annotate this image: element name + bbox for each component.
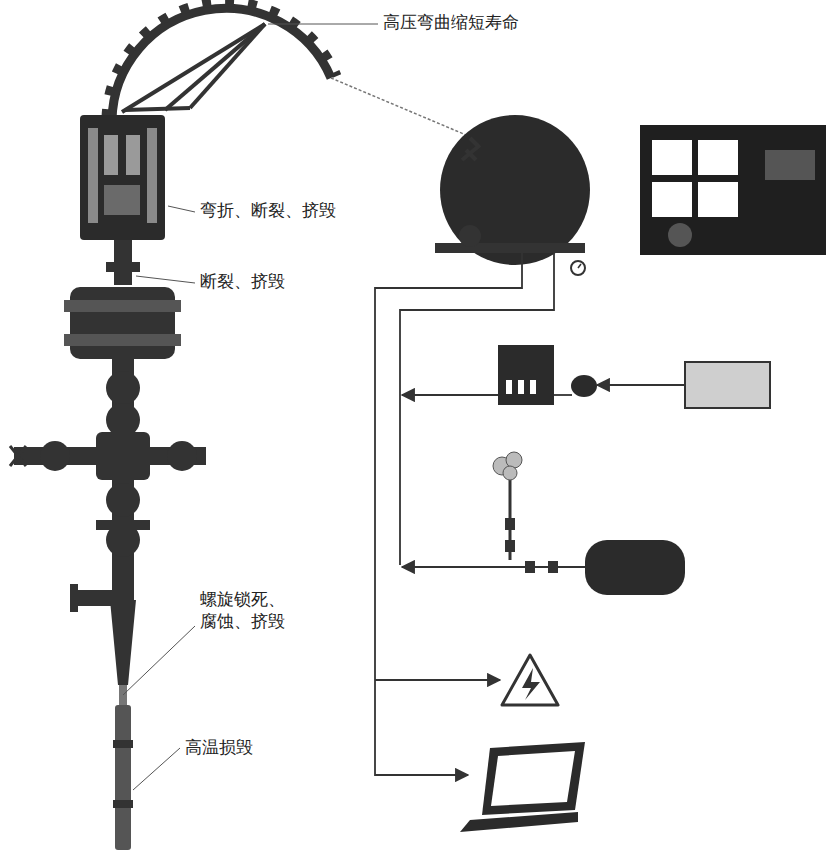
power-pack-vent: [518, 380, 524, 394]
control-line: [375, 253, 522, 775]
gooseneck-strut: [190, 24, 265, 108]
vent-valve: [505, 540, 515, 552]
gooseneck-rollers: [106, 1, 337, 118]
side-outlet-flange: [70, 584, 78, 612]
pressure-gauge: [571, 261, 585, 275]
bop-ram: [64, 334, 181, 346]
tool-joint: [113, 800, 133, 808]
leader-line: [123, 626, 195, 695]
vent-plume: [506, 452, 522, 468]
nitrogen-tank: [585, 540, 685, 595]
callout-label: 高压弯曲缩短寿命: [383, 11, 519, 33]
power-line: [375, 679, 500, 681]
injector-head: [80, 115, 165, 240]
callout-label: 螺旋锁死、 腐蚀、挤毁: [200, 588, 292, 632]
cross-body: [96, 432, 150, 480]
line-valve: [548, 561, 558, 573]
lightning-bolt: [522, 668, 540, 700]
level-wind: [462, 138, 480, 160]
bop: [70, 287, 175, 359]
laptop-screen: [482, 742, 585, 815]
power-pack-vent: [506, 380, 512, 394]
power-pack: [498, 345, 554, 405]
fuel-line: [597, 384, 685, 386]
coiled-tubing: [331, 78, 478, 140]
stripper-flange: [106, 262, 140, 272]
line-valve: [525, 561, 535, 573]
cabin-window: [652, 140, 692, 175]
injector-chain: [126, 135, 140, 175]
reel-base: [435, 243, 585, 253]
wing-valve: [167, 441, 197, 471]
tubing-reel: [440, 115, 590, 265]
power-pack-vent: [530, 380, 536, 394]
wing-valve: [40, 441, 70, 471]
callout-label: 高温损毁: [185, 736, 253, 758]
cabin-panel: [765, 150, 815, 180]
cabin-window: [652, 182, 692, 217]
leader-line: [136, 276, 195, 283]
master-valve: [106, 403, 140, 437]
flange: [96, 520, 150, 530]
electric-warning: [502, 655, 558, 705]
injector-chain: [104, 135, 118, 175]
gooseneck-strut: [125, 108, 190, 110]
gooseneck-strut: [165, 24, 265, 110]
pump-link: [554, 394, 572, 396]
injector-motor: [104, 185, 140, 215]
cabin-window: [698, 182, 738, 217]
pump: [571, 375, 597, 397]
callout-label: 弯折、断裂、挤毁: [200, 199, 336, 221]
master-valve: [106, 371, 140, 405]
hydraulic-line: [402, 394, 498, 396]
laptop-display: [491, 751, 575, 806]
hydraulic-line: [400, 253, 554, 565]
control-cabin: [640, 125, 826, 255]
bop-ram: [64, 300, 181, 312]
callout-label: 断裂、挤毁: [200, 270, 285, 292]
gooseneck-strut: [122, 24, 265, 112]
downhole-tool: [115, 705, 131, 850]
cabin-reel: [668, 223, 692, 247]
laptop-base: [460, 812, 578, 832]
vent-valve: [505, 518, 515, 530]
injector-frame-slot: [88, 128, 98, 223]
vent-plume: [503, 466, 517, 480]
leader-line: [268, 24, 378, 25]
valve-handle: [10, 446, 26, 466]
lower-valve: [106, 483, 140, 517]
leader-line: [133, 748, 180, 790]
tool-joint: [113, 740, 133, 748]
side-outlet: [72, 590, 117, 606]
casing-taper: [110, 600, 136, 685]
fuel-tank: [685, 362, 770, 408]
gauge-needle: [578, 264, 581, 268]
injector-frame-slot: [147, 128, 157, 223]
leader-line: [168, 206, 195, 212]
cabin-window: [698, 140, 738, 175]
reel-drive: [459, 225, 481, 247]
